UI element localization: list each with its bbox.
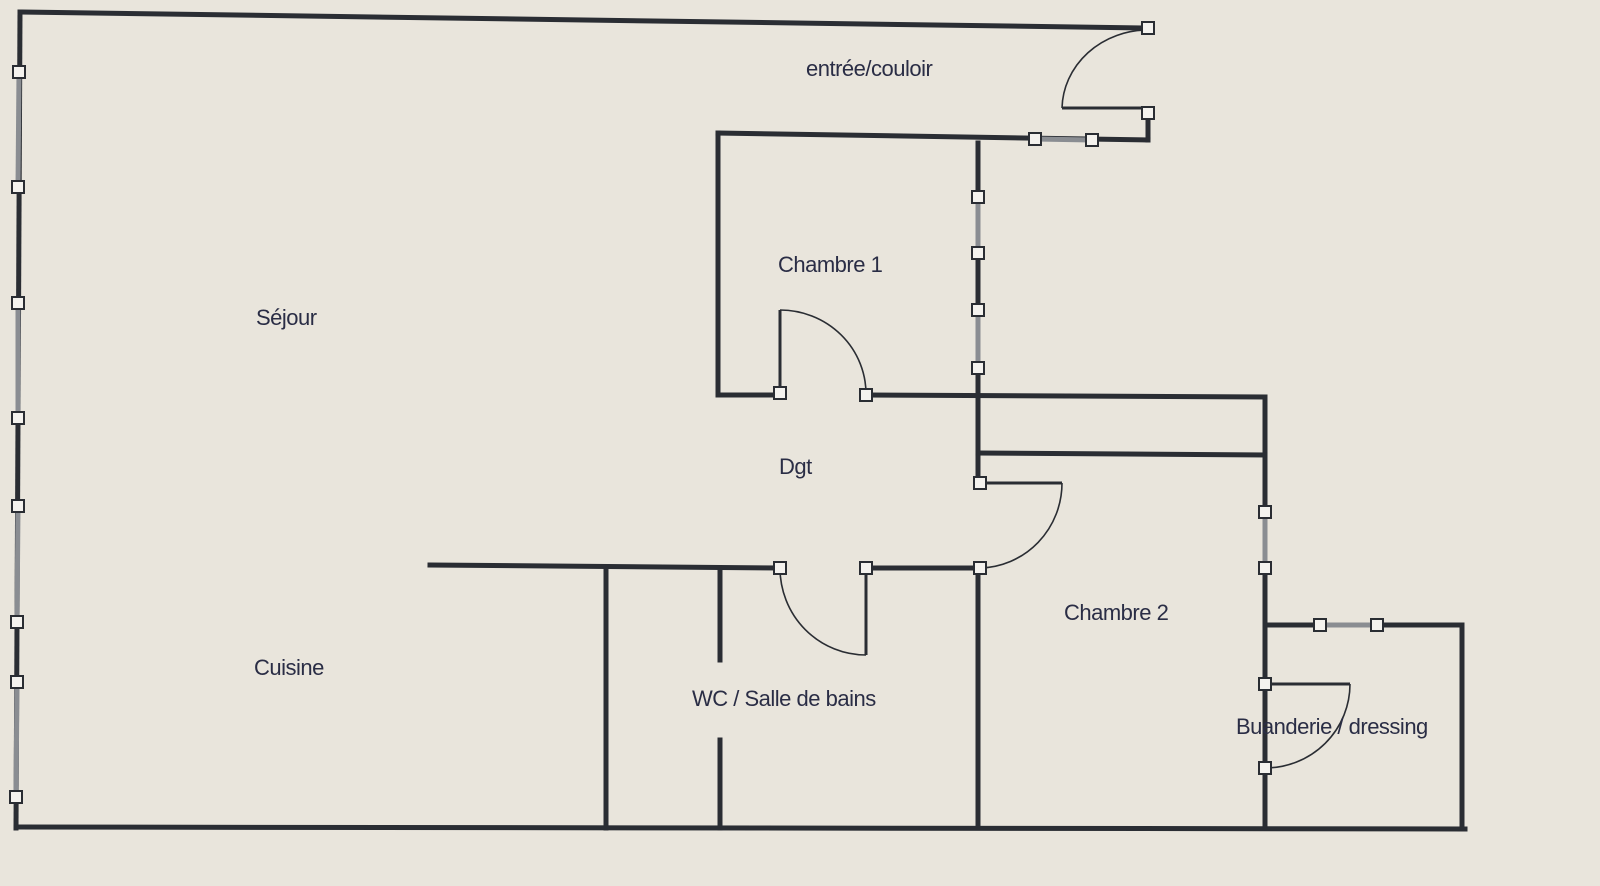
opening-marker [1258, 761, 1272, 775]
opening-marker [10, 615, 24, 629]
opening-marker [11, 411, 25, 425]
opening-marker [1028, 132, 1042, 146]
wall-markers [9, 21, 1384, 804]
opening-marker [1258, 561, 1272, 575]
opening-marker [773, 561, 787, 575]
room-label-sejour: Séjour [256, 305, 317, 330]
window-left [15, 71, 22, 188]
opening-marker [11, 499, 25, 513]
door-entree [1061, 29, 1149, 110]
opening-marker [773, 386, 787, 400]
wall-chambre2-top [975, 450, 1268, 458]
opening-marker [1313, 618, 1327, 632]
wall-top [19, 9, 1151, 31]
opening-marker [11, 180, 25, 194]
wall-chambre1-bottom [863, 392, 1268, 400]
opening-marker [1258, 505, 1272, 519]
opening-marker [12, 65, 26, 79]
opening-marker [11, 296, 25, 310]
room-label-entree: entrée/couloir [806, 56, 933, 81]
window-chambre1-top [1034, 136, 1093, 143]
window-left [14, 505, 21, 623]
door-chambre2 [979, 481, 1063, 569]
opening-marker [1370, 618, 1384, 632]
opening-marker [973, 476, 987, 490]
windows [13, 71, 1377, 798]
room-label-wc: WC / Salle de bains [692, 686, 876, 711]
opening-marker [1141, 106, 1155, 120]
opening-marker [1141, 21, 1155, 35]
door-wc [779, 567, 868, 656]
opening-marker [1258, 677, 1272, 691]
opening-marker [973, 561, 987, 575]
room-label-buanderie: Buanderie / dressing [1236, 714, 1428, 739]
room-label-chambre1: Chambre 1 [778, 252, 883, 277]
doors [778, 29, 1351, 769]
window-left [13, 681, 20, 798]
opening-marker [971, 246, 985, 260]
opening-marker [10, 675, 24, 689]
opening-marker [971, 361, 985, 375]
door-chambre1 [778, 309, 867, 396]
opening-marker [1085, 133, 1099, 147]
opening-marker [859, 561, 873, 575]
opening-marker [859, 388, 873, 402]
door-buanderie [1264, 682, 1351, 769]
room-label-cuisine: Cuisine [254, 655, 324, 680]
opening-marker [971, 303, 985, 317]
opening-marker [971, 190, 985, 204]
wall-bottom [13, 824, 1468, 832]
room-label-chambre2: Chambre 2 [1064, 600, 1169, 625]
room-label-dgt: Dgt [779, 454, 812, 479]
opening-marker [9, 790, 23, 804]
